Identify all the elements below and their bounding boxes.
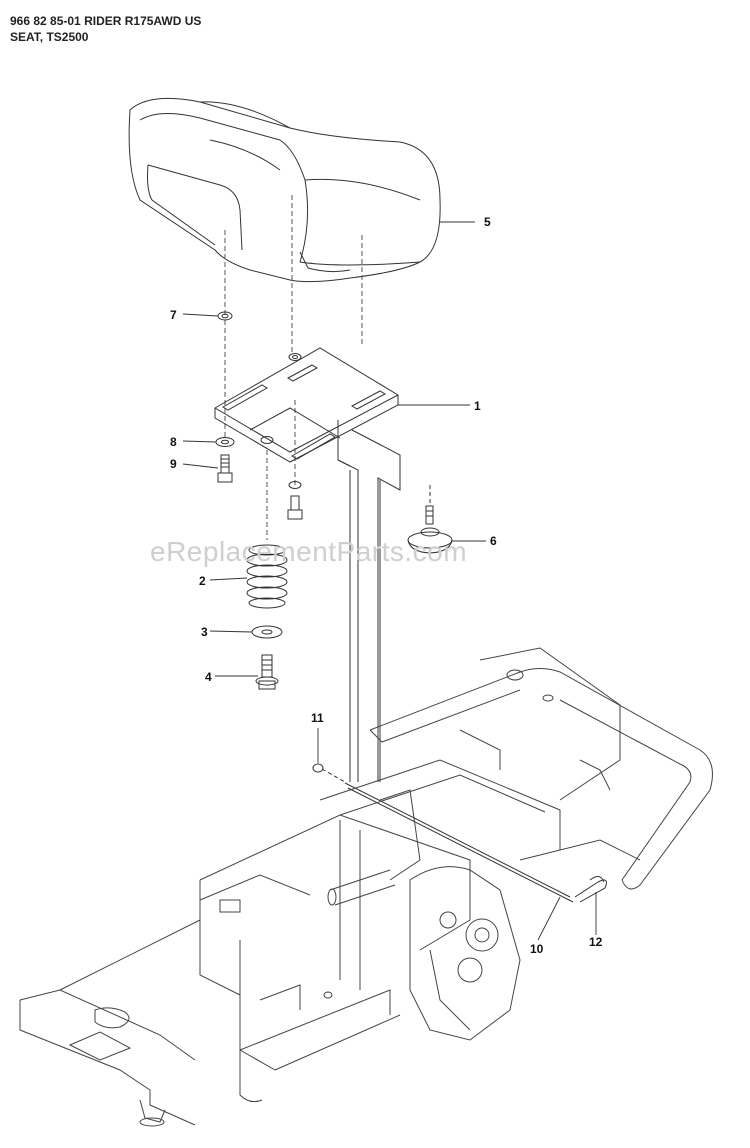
callout-3: 3 [201,625,208,639]
callout-10: 10 [530,942,544,956]
watermark-text: eReplacementParts.com [150,536,468,567]
bolt-part-4 [255,654,279,690]
washer-part-3 [251,625,283,639]
callout-2: 2 [199,574,206,588]
callout-11: 11 [311,711,324,725]
callout-4: 4 [205,670,212,684]
frame-part [19,647,713,1127]
seat-pan-part [214,347,399,463]
hairpin-part-12 [574,876,607,903]
callout-7: 7 [170,308,177,322]
bolt-part-9 [217,454,233,483]
spring-part-2 [246,544,288,609]
seat-part [128,97,441,283]
rod-part-10 [344,782,574,903]
callout-labels: 5 1 7 8 9 6 2 3 4 11 10 12 [170,215,603,956]
washer-part-8 [215,437,235,447]
callout-6: 6 [490,534,497,548]
diagram-model-title: 966 82 85-01 RIDER R175AWD US [10,14,202,28]
knob-part-6 [407,485,453,554]
callout-1: 1 [474,399,481,413]
diagram-section-title: SEAT, TS2500 [10,30,89,44]
clip-part-11 [312,763,346,783]
callout-12: 12 [589,935,603,949]
callout-8: 8 [170,435,177,449]
callout-9: 9 [170,457,177,471]
callout-5: 5 [484,215,491,229]
